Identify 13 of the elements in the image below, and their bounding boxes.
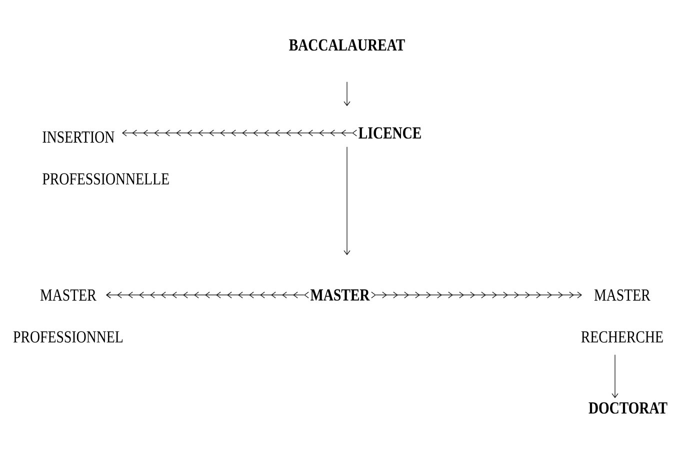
label-text: INSERTION PROFESSIONNELLE [42,131,169,185]
title-text: MASTER [310,289,370,301]
title-text: DOCTORAT [588,402,668,414]
arrow [106,292,309,298]
title-text: LICENCE [358,127,421,139]
arrow [612,354,618,398]
arrow [371,292,582,298]
arrow [344,146,350,256]
label-text: MASTER PROFESSIONNEL [13,289,123,343]
arrow [344,82,350,106]
label-text: MASTER RECHERCHE [581,289,663,343]
arrow [122,130,357,136]
title-text: BACCALAUREAT [289,39,405,51]
